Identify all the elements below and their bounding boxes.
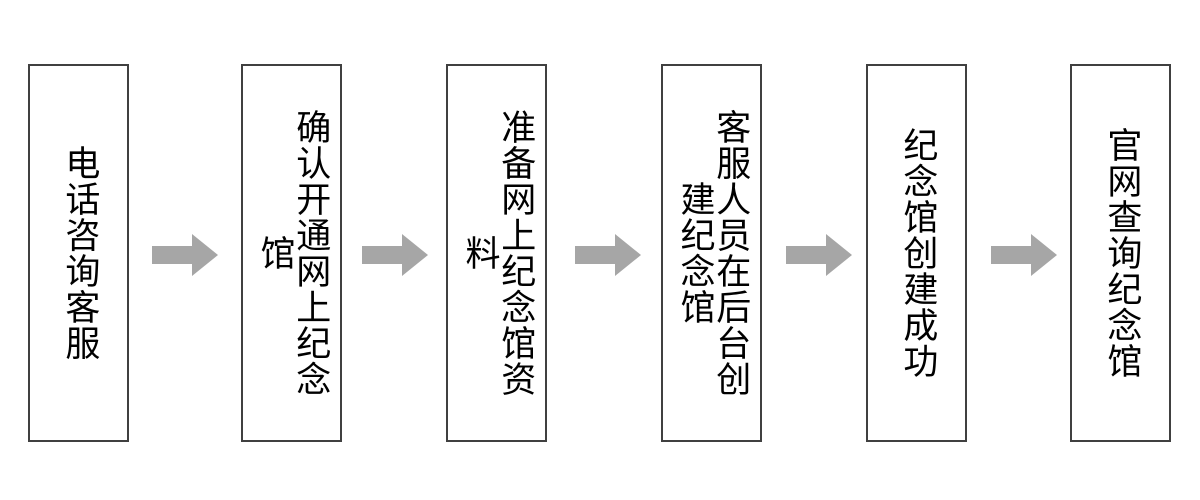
process-node-4-label: 客服人员在后台创建纪念馆 bbox=[674, 109, 751, 397]
right-arrow-icon-1 bbox=[152, 234, 218, 276]
process-node-3-label: 准备网上纪念馆资料 bbox=[459, 109, 536, 397]
process-node-5-label: 纪念馆创建成功 bbox=[897, 127, 938, 379]
process-node-1-label: 电话咨询客服 bbox=[59, 145, 100, 361]
process-node-4[interactable]: 客服人员在后台创建纪念馆 bbox=[661, 64, 762, 442]
process-node-2-label: 确认开通网上纪念馆 bbox=[254, 109, 331, 397]
process-node-1[interactable]: 电话咨询客服 bbox=[28, 64, 129, 442]
right-arrow-icon-4 bbox=[786, 234, 852, 276]
process-node-6[interactable]: 官网查询纪念馆 bbox=[1070, 64, 1171, 442]
right-arrow-icon-2 bbox=[362, 234, 428, 276]
process-node-2[interactable]: 确认开通网上纪念馆 bbox=[241, 64, 342, 442]
process-node-6-label: 官网查询纪念馆 bbox=[1101, 127, 1142, 379]
right-arrow-icon-5 bbox=[991, 234, 1057, 276]
right-arrow-icon-3 bbox=[575, 234, 641, 276]
process-node-5[interactable]: 纪念馆创建成功 bbox=[866, 64, 967, 442]
process-node-3[interactable]: 准备网上纪念馆资料 bbox=[446, 64, 547, 442]
